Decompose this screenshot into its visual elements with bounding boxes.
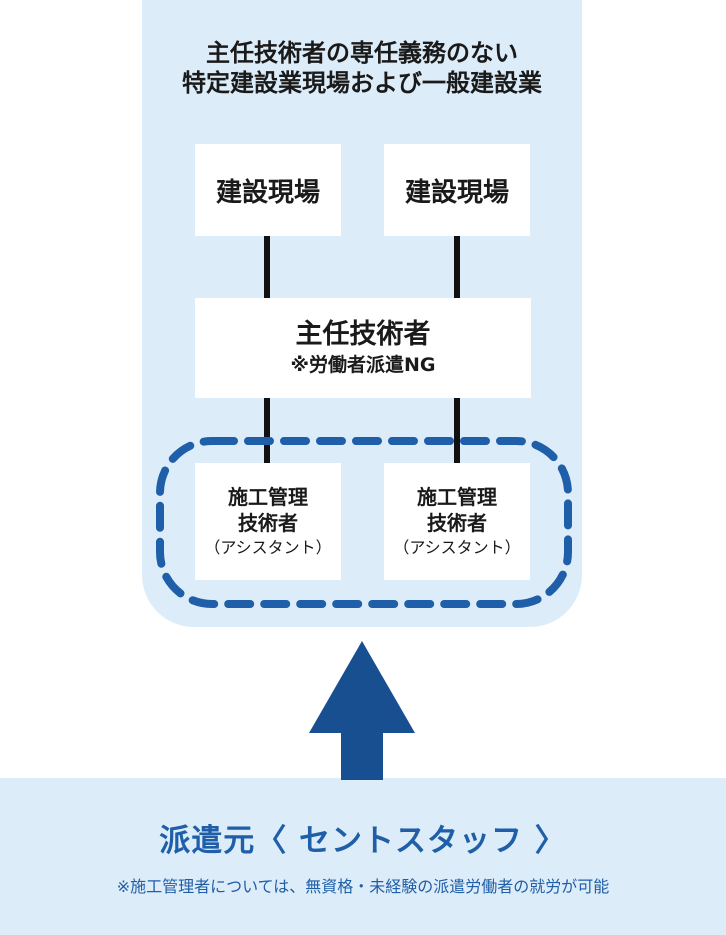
dispatch-source-note: ※施工管理者については、無資格・未経験の派遣労働者の就労が可能 bbox=[116, 877, 610, 896]
connector-line-site-right bbox=[454, 236, 460, 298]
chief-engineer-note: ※労働者派遣NG bbox=[290, 354, 436, 376]
connector-line-site-left bbox=[264, 236, 270, 298]
chief-engineer-label: 主任技術者 bbox=[295, 319, 431, 350]
dispatch-source-title: 派遣元〈 セントスタッフ 〉 bbox=[159, 823, 567, 859]
assistant-line-1: 施工管理 bbox=[417, 484, 497, 509]
panel-title-line-1: 主任技術者の専任義務のない bbox=[206, 39, 518, 67]
assistant-line-1: 施工管理 bbox=[228, 484, 308, 509]
assistant-line-3: （アシスタント） bbox=[393, 537, 521, 557]
assistant-line-2: 技術者 bbox=[238, 510, 298, 535]
panel-title: 主任技術者の専任義務のない 特定建設業現場および一般建設業 bbox=[142, 38, 582, 98]
assistant-line-3: （アシスタント） bbox=[204, 537, 332, 557]
construction-site-box-left: 建設現場 bbox=[195, 144, 341, 236]
construction-site-label: 建設現場 bbox=[215, 177, 320, 208]
panel-title-line-2: 特定建設業現場および一般建設業 bbox=[182, 69, 542, 97]
assistant-engineer-box-right: 施工管理 技術者 （アシスタント） bbox=[384, 463, 530, 580]
assistant-engineer-box-left: 施工管理 技術者 （アシスタント） bbox=[195, 463, 341, 580]
assistant-line-2: 技術者 bbox=[427, 510, 487, 535]
chief-engineer-box: 主任技術者 ※労働者派遣NG bbox=[195, 298, 531, 398]
connector-line-assistant-right bbox=[454, 398, 460, 463]
dispatch-source-band bbox=[0, 778, 726, 935]
construction-site-label: 建設現場 bbox=[404, 177, 509, 208]
construction-site-box-right: 建設現場 bbox=[384, 144, 530, 236]
connector-line-assistant-left bbox=[264, 398, 270, 463]
